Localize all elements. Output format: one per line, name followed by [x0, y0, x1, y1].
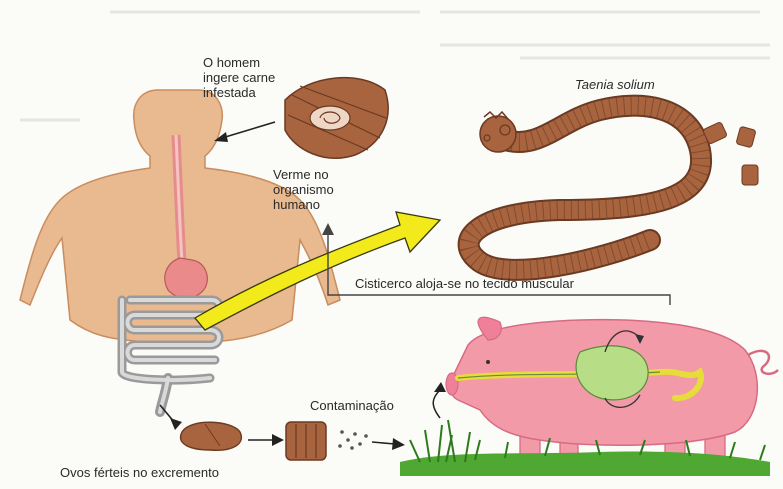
egg-icon: [181, 422, 242, 450]
label-cysticercus: Cisticerco aloja-se no tecido muscular: [355, 276, 574, 291]
label-human-ingests: O homem ingere carne infestada: [203, 55, 275, 100]
scattered-eggs: [338, 430, 368, 450]
label-eggs: Ovos férteis no excremento: [60, 465, 219, 480]
infested-meat-icon: [285, 78, 388, 159]
label-contamination: Contaminação: [310, 398, 394, 413]
tapeworm-icon: [469, 106, 758, 270]
stomach: [165, 258, 208, 298]
proglottid: [736, 126, 756, 148]
label-species: Taenia solium: [575, 77, 655, 92]
proglottid-with-eggs: [286, 422, 326, 460]
proglottid: [742, 165, 758, 185]
label-worm-in-human: Verme no organismo humano: [273, 167, 334, 212]
ingestion-arrow: [222, 122, 275, 138]
pig-icon: [446, 317, 778, 463]
